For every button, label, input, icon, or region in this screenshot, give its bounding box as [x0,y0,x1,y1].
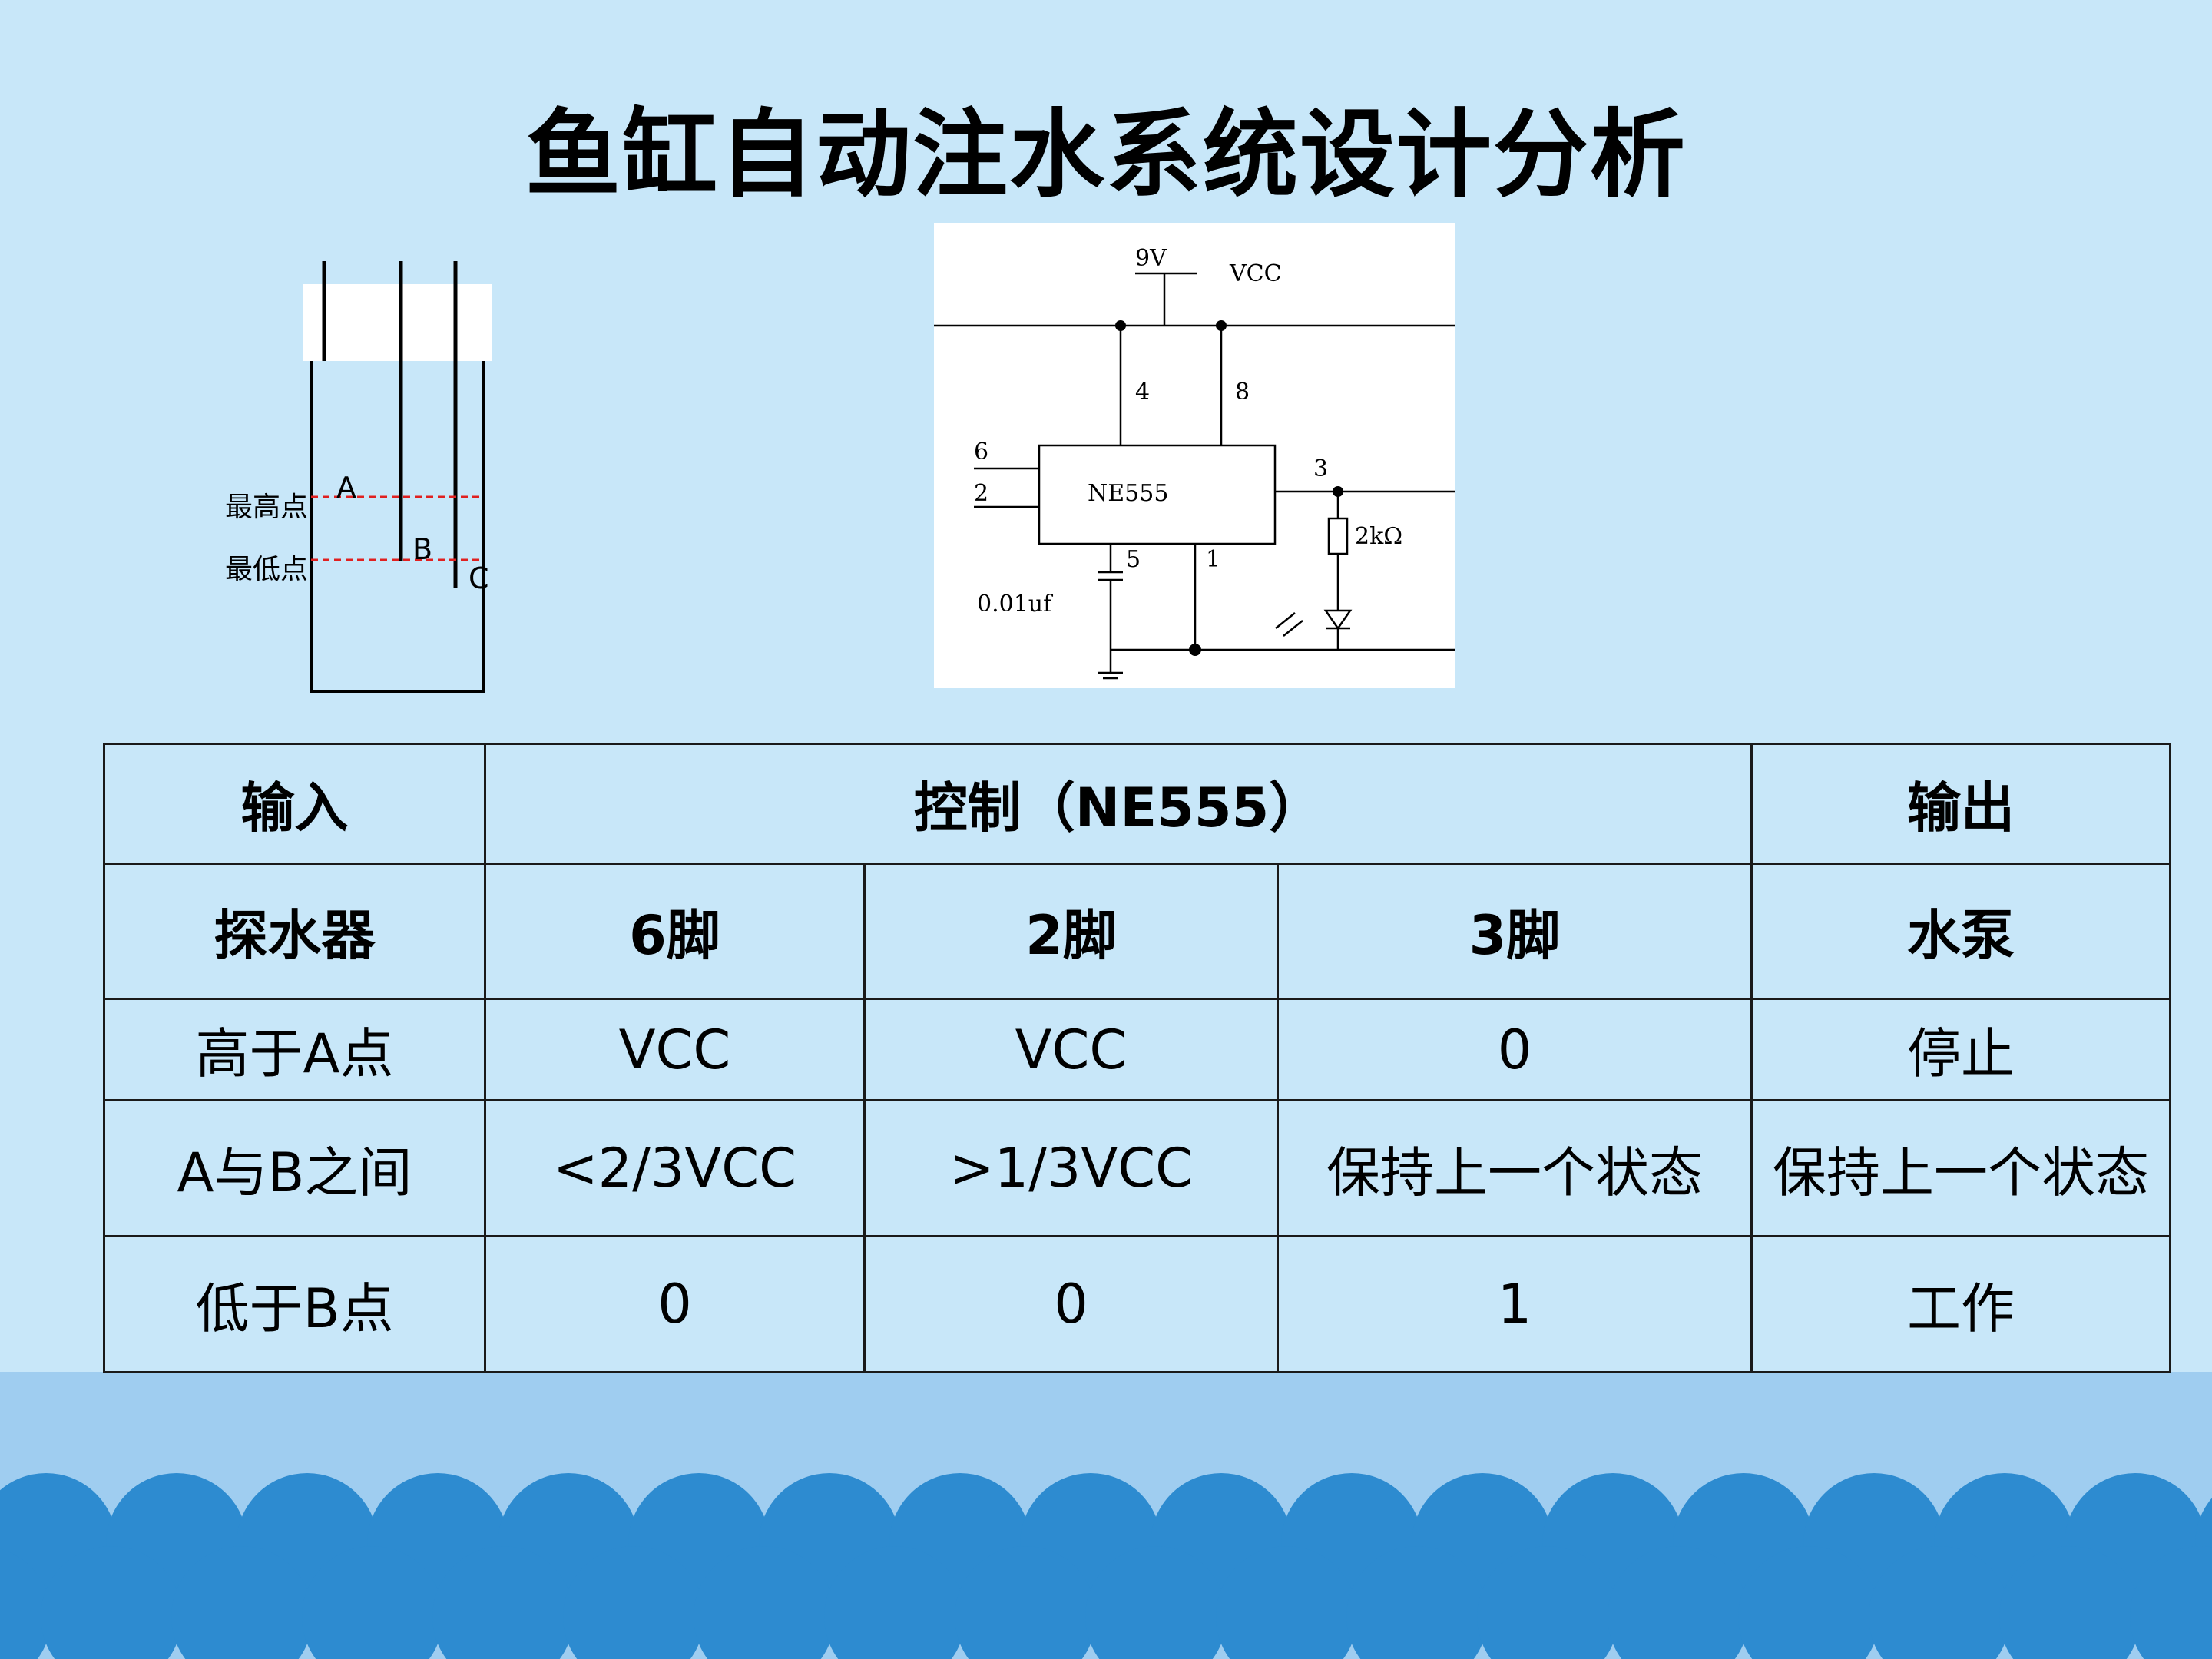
scallop-shape [171,1546,313,1659]
probe-a-label: A [336,471,356,505]
resistor-label: 2kΩ [1355,523,1402,550]
circuit-schematic-panel: 9V VCC NE555 4 8 6 2 3 5 1 2kΩ 0.01uf [934,223,1455,688]
table-row: 低于B点 0 0 1 工作 [103,1235,2172,1373]
pin-6-label: 6 [974,439,988,465]
ne555-circuit: 9V VCC NE555 4 8 6 2 3 5 1 2kΩ 0.01uf [934,245,1455,680]
scallop-shape [302,1546,443,1659]
pin6-cell: <2/3VCC [484,1099,866,1237]
pin3-cell: 保持上一个状态 [1276,1099,1753,1237]
pin-3-label: 3 [1313,455,1328,482]
subheader-pin2: 2脚 [863,863,1279,1000]
pin3-cell: 0 [1276,998,1753,1101]
header-control: 控制（NE555） [483,743,1753,865]
condition-cell: 高于A点 [103,998,486,1101]
pin2-cell: >1/3VCC [863,1099,1279,1237]
pin6-cell: 0 [484,1235,866,1373]
table-row: A与B之间 <2/3VCC >1/3VCC 保持上一个状态 保持上一个状态 [103,1099,2172,1237]
capacitor-label: 0.01uf [977,591,1053,618]
supply-voltage-label: 9V [1135,245,1167,272]
subheader-pump: 水泵 [1750,863,2172,1000]
low-level-label: 最低点 [225,554,308,585]
pin6-cell: VCC [484,998,866,1101]
subheader-pin3: 3脚 [1276,863,1753,1000]
high-level-label: 最高点 [225,492,308,523]
scallop-shape [1869,1546,2010,1659]
scallop-shape [824,1546,965,1659]
pin-4-label: 4 [1135,379,1150,406]
pump-cell: 工作 [1750,1235,2172,1373]
scallop-shape [1216,1546,1357,1659]
scallop-shape [2130,1546,2212,1659]
scallop-shape [41,1546,182,1659]
scallop-shape [955,1546,1096,1659]
tank-top-opening [303,284,492,361]
table-row: 高于A点 VCC VCC 0 停止 [103,998,2172,1101]
pump-cell: 停止 [1750,998,2172,1101]
scallop-shape [1608,1546,1749,1659]
pump-cell: 保持上一个状态 [1750,1099,2172,1237]
analysis-table: 输入 控制（NE555） 输出 探水器 6脚 2脚 3脚 水泵 高于A点 VCC… [103,743,2172,1373]
table-header-row: 输入 控制（NE555） 输出 [103,743,2172,865]
pin-2-label: 2 [974,480,988,507]
probe-b-label: B [412,532,432,566]
scallop-shape [432,1546,574,1659]
led [1323,609,1353,631]
subheader-sensor: 探水器 [103,863,486,1000]
pin-5-label: 5 [1126,546,1141,573]
pin2-cell: VCC [863,998,1279,1101]
condition-cell: A与B之间 [103,1099,486,1237]
scallop-shape [1477,1546,1618,1659]
header-input: 输入 [103,743,486,865]
scallop-shape [0,1548,51,1659]
page-title: 鱼缸自动注水系统设计分析 [525,100,1687,210]
probe-c-label: C [469,561,489,595]
vcc-label: VCC [1229,260,1282,287]
tank-outline [310,361,485,693]
resistor [1327,517,1349,555]
scallop-shape [1738,1546,1879,1659]
scallop-shape [563,1546,704,1659]
scallop-shape [694,1546,835,1659]
header-output: 输出 [1750,743,2172,865]
subheader-pin6: 6脚 [484,863,866,1000]
table-subheader-row: 探水器 6脚 2脚 3脚 水泵 [103,863,2172,1000]
pin3-cell: 1 [1276,1235,1753,1373]
condition-cell: 低于B点 [103,1235,486,1373]
chip-label: NE555 [1088,480,1168,507]
tank-probe-diagram: A B C 最高点 最低点 [225,261,492,693]
scallop-shape [1999,1546,2141,1659]
scallop-shape [1085,1546,1227,1659]
pin-1-label: 1 [1206,546,1220,573]
wave-scallop-decoration [0,1473,2212,1659]
scallop-shape [1346,1546,1488,1659]
ne555-chip [1038,444,1277,545]
pin2-cell: 0 [863,1235,1279,1373]
pin-8-label: 8 [1235,379,1250,406]
